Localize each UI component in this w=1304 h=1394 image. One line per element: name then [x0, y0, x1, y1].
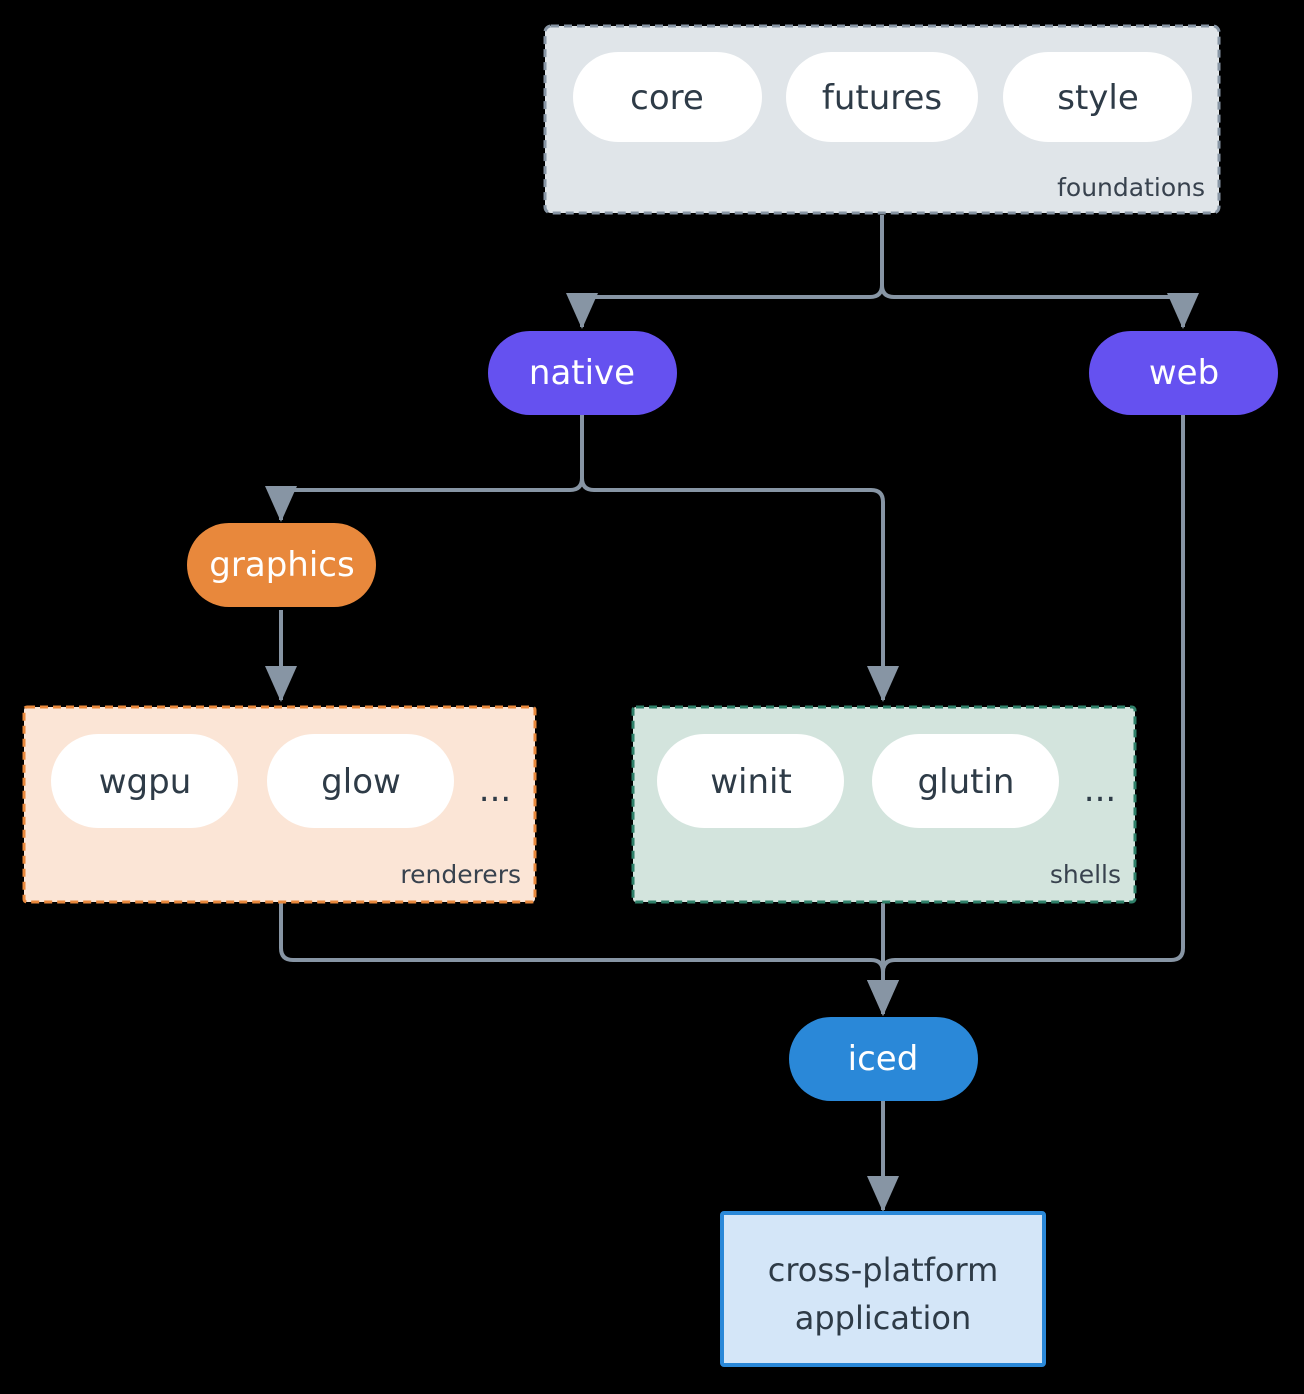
- node-graphics-shape: [187, 523, 376, 607]
- node-application-shape: [720, 1211, 1046, 1367]
- node-graphics[interactable]: graphics: [187, 523, 376, 607]
- node-web-label: web: [1149, 353, 1219, 393]
- node-graphics-label: graphics: [209, 545, 354, 585]
- node-core[interactable]: core: [573, 52, 762, 142]
- node-glutin[interactable]: glutin: [872, 734, 1059, 828]
- cluster-shells-label: shells: [1050, 860, 1121, 889]
- node-web[interactable]: web: [1089, 331, 1278, 415]
- edges-layer: [265, 215, 1199, 1212]
- node-glow-shape: [267, 734, 454, 828]
- node-web-shape: [1089, 331, 1278, 415]
- edge-native-to-graphics: [265, 414, 584, 522]
- node-wgpu-shape: [51, 734, 238, 828]
- edge-foundations-to-native: [566, 215, 884, 329]
- node-glutin-shape: [872, 734, 1059, 828]
- node-native-shape: [488, 331, 677, 415]
- node-iced-shape: [789, 1017, 978, 1101]
- node-style-label: style: [1057, 78, 1139, 118]
- cluster-shells[interactable]: winit glutin ... shells: [631, 705, 1137, 904]
- node-application-label-line2: application: [795, 1299, 972, 1337]
- renderers-ellipsis: ...: [479, 770, 511, 810]
- node-style[interactable]: style: [1003, 52, 1192, 142]
- node-wgpu[interactable]: wgpu: [51, 734, 238, 828]
- cluster-renderers[interactable]: wgpu glow ... renderers: [22, 705, 537, 904]
- node-wgpu-label: wgpu: [99, 762, 192, 802]
- node-native-label: native: [529, 353, 635, 393]
- node-iced-label: iced: [848, 1039, 919, 1079]
- node-style-shape: [1003, 52, 1192, 142]
- node-application[interactable]: cross-platform application: [720, 1211, 1046, 1367]
- node-futures-label: futures: [822, 78, 942, 118]
- node-glow[interactable]: glow: [267, 734, 454, 828]
- shells-ellipsis: ...: [1084, 770, 1116, 810]
- cluster-renderers-label: renderers: [400, 860, 521, 889]
- edge-renderers-to-iced: [279, 903, 899, 1016]
- node-winit-label: winit: [710, 762, 792, 802]
- node-native[interactable]: native: [488, 331, 677, 415]
- node-iced[interactable]: iced: [789, 1017, 978, 1101]
- cluster-foundations-label: foundations: [1057, 173, 1205, 202]
- node-application-label-line1: cross-platform: [768, 1251, 998, 1289]
- node-glutin-label: glutin: [918, 762, 1015, 802]
- edge-foundations-to-web: [880, 215, 1199, 329]
- node-winit-shape: [657, 734, 844, 828]
- node-core-label: core: [630, 78, 704, 118]
- edge-web-to-iced: [867, 414, 1185, 1016]
- node-core-shape: [573, 52, 762, 142]
- node-futures[interactable]: futures: [786, 52, 978, 142]
- node-glow-label: glow: [321, 762, 401, 802]
- node-winit[interactable]: winit: [657, 734, 844, 828]
- edge-native-to-shells: [580, 414, 899, 702]
- cluster-foundations[interactable]: core futures style foundations: [543, 24, 1221, 215]
- node-futures-shape: [786, 52, 978, 142]
